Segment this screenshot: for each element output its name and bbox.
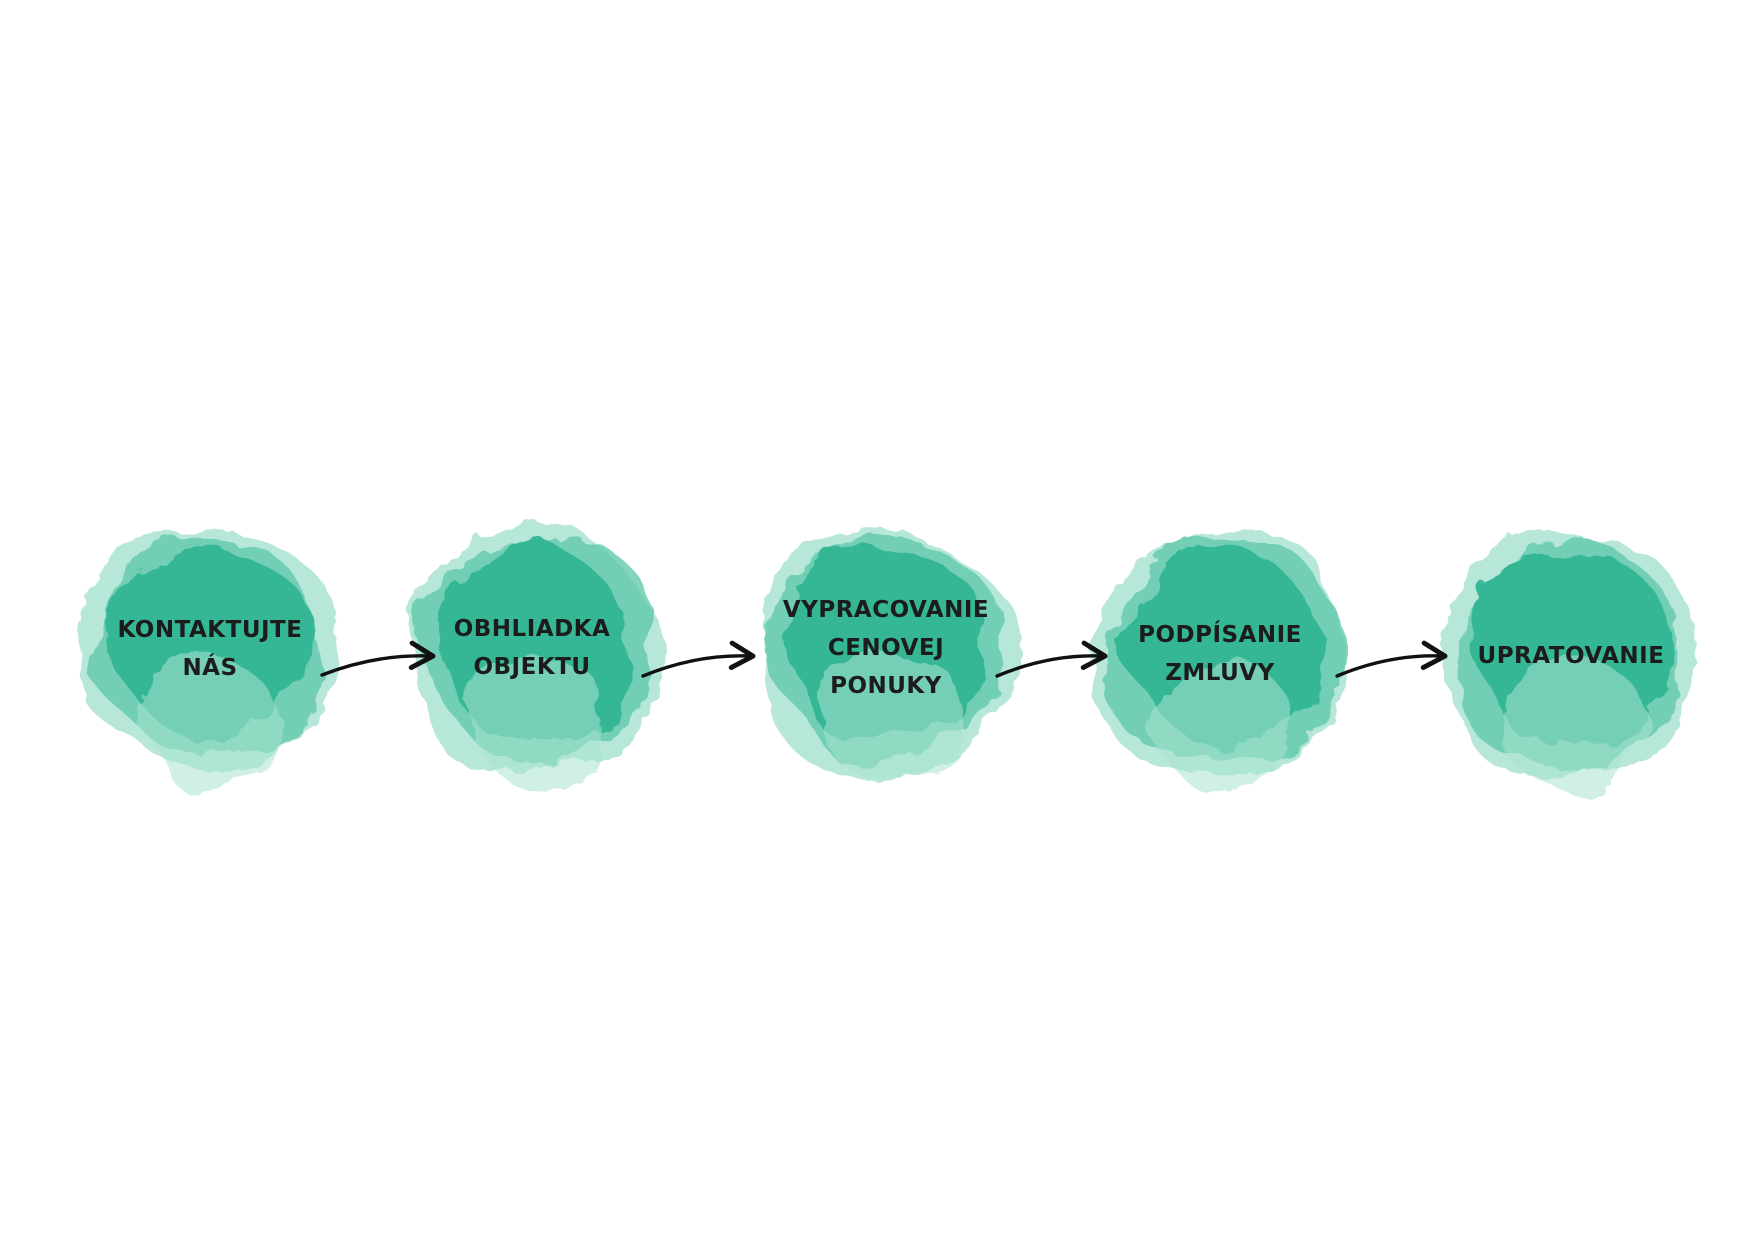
arrow-right-icon — [995, 640, 1108, 678]
step-blob-4 — [1091, 528, 1348, 795]
step-label-line: PODPÍSANIE — [1138, 620, 1302, 648]
step-label-line: ZMLUVY — [1165, 660, 1275, 686]
step-blob-2 — [409, 523, 667, 791]
step-blob-5 — [1442, 529, 1696, 799]
step-blob-1 — [80, 531, 338, 794]
step-blob-3 — [764, 527, 1022, 782]
step-label-line: CENOVEJ — [828, 635, 944, 661]
step-label-line: OBJEKTU — [473, 654, 590, 680]
step-label-1: KONTAKTUJTE NÁS — [118, 617, 303, 681]
arrow-right-icon — [641, 640, 756, 678]
step-label-2: OBHLIADKA OBJEKTU — [454, 616, 611, 680]
arrows-layer — [320, 640, 1448, 678]
step-label-line: NÁS — [182, 653, 237, 681]
blob-wash — [137, 649, 281, 794]
labels-layer: KONTAKTUJTE NÁS OBHLIADKA OBJEKTU VYPRACOVAN… — [118, 597, 1665, 699]
step-label-line: VYPRACOVANIE — [783, 597, 989, 623]
step-label-line: KONTAKTUJTE — [118, 617, 303, 643]
blob-wash — [1497, 655, 1651, 799]
arrow-right-icon — [1335, 640, 1448, 678]
step-label-line: OBHLIADKA — [454, 616, 611, 642]
step-label-3: VYPRACOVANIE CENOVEJ PONUKY — [783, 597, 989, 699]
blob-wash — [1147, 659, 1292, 795]
step-label-4: PODPÍSANIE ZMLUVY — [1138, 620, 1302, 686]
step-label-line: PONUKY — [830, 673, 942, 699]
arrow-right-icon — [320, 640, 436, 677]
step-label-line: UPRATOVANIE — [1478, 643, 1665, 669]
blobs-layer — [80, 523, 1696, 799]
step-label-5: UPRATOVANIE — [1478, 643, 1665, 669]
blob-wash — [818, 650, 960, 779]
blob-wash — [466, 657, 602, 791]
